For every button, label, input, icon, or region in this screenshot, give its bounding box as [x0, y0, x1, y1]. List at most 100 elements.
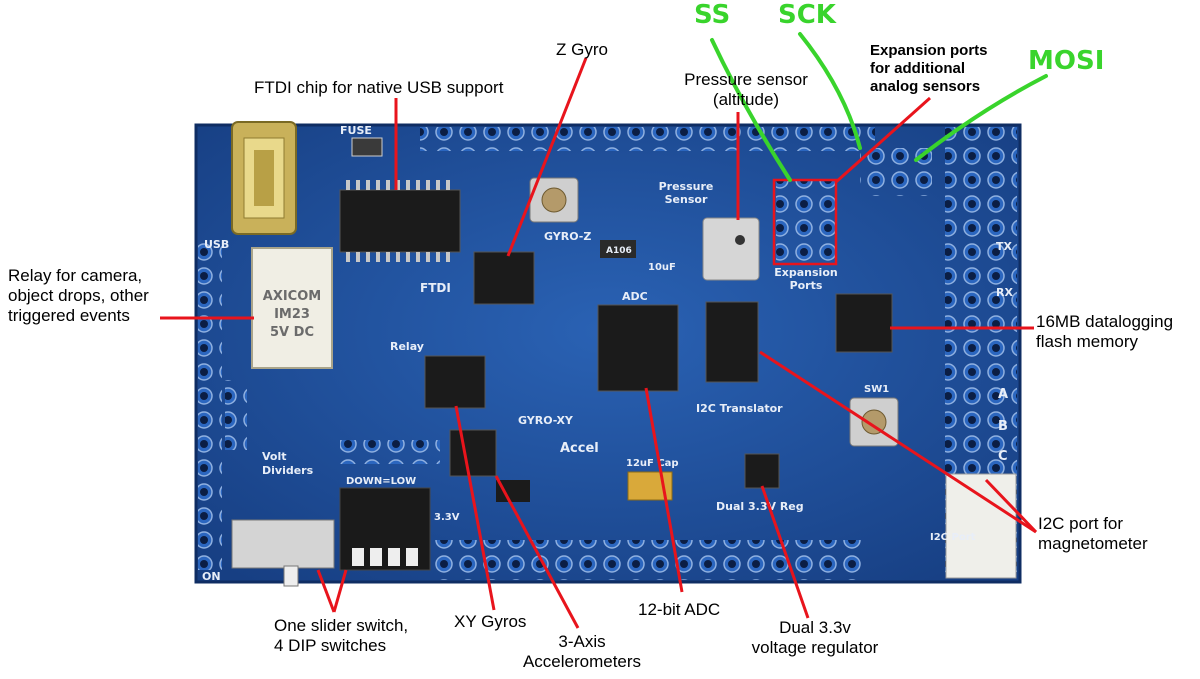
callout-adc: [644, 387, 684, 593]
sck-label: SCK: [778, 0, 836, 30]
label-regulator-line-1: Dual 3.3v: [779, 618, 851, 637]
label-i2c-line-1: I2C port for: [1038, 514, 1124, 533]
silk-10uf: 10uF: [648, 262, 676, 273]
silk-accel: Accel: [560, 441, 599, 456]
ss-line: [710, 38, 792, 182]
silk-expansion-2: Ports: [790, 279, 823, 292]
silk-dip: DOWN=LOW: [346, 476, 416, 487]
flash-memory-chip: [835, 293, 893, 353]
cap-10uf: [600, 240, 636, 258]
ftdi-chip: [339, 180, 461, 262]
slider-switch: [231, 519, 335, 587]
silk-a106: A106: [606, 246, 632, 256]
silk-pressure-1: Pressure: [659, 180, 714, 193]
ss-label: SS: [694, 0, 731, 30]
label-relay-line-3: triggered events: [8, 306, 130, 325]
label-flash-line-1: 16MB datalogging: [1036, 312, 1174, 331]
callout-slider-2: [332, 569, 348, 613]
silk-rx: RX: [996, 286, 1013, 299]
label-relay: Relay for camera, object drops, other tr…: [8, 266, 149, 326]
label-relay-line-1: Relay for camera,: [8, 266, 143, 285]
spi-lines: [710, 32, 1048, 182]
sck-line: [798, 32, 862, 150]
pressure-sensor: [702, 217, 760, 281]
callout-i2c-2: [759, 350, 1037, 534]
silk-relay: Relay: [390, 340, 424, 353]
silk-usb: USB: [204, 238, 229, 251]
i2c-translator-chip: [705, 301, 759, 383]
relay-text-1: AXICOM: [263, 289, 321, 304]
label-slider-line-2: 4 DIP switches: [274, 636, 387, 655]
label-expansion-line-2: for additional: [870, 60, 965, 77]
silk-fuse: FUSE: [340, 124, 372, 137]
relay-text-2: IM23: [274, 307, 310, 322]
label-pressure-line-1: Pressure sensor: [684, 70, 808, 89]
silk-gyro-xy: GYRO-XY: [518, 414, 574, 427]
silk-on: ON: [202, 570, 221, 583]
callout-slider-1: [316, 569, 336, 613]
label-accel: 3-Axis Accelerometers: [512, 632, 652, 672]
expansion-holes: [776, 180, 836, 264]
callout-regulator: [760, 485, 810, 619]
callout-accel: [494, 475, 580, 629]
label-i2c-line-2: magnetometer: [1038, 534, 1148, 553]
silk-c: C: [998, 449, 1008, 464]
silk-tx: TX: [996, 240, 1013, 253]
tactile-switch-top: [529, 177, 579, 223]
label-expansion-line-3: analog sensors: [870, 78, 981, 95]
label-accel-line-1: 3-Axis: [558, 632, 606, 651]
z-gyro-chip: [473, 251, 535, 305]
fuse: [351, 137, 383, 157]
silk-b: B: [998, 419, 1008, 434]
label-regulator-line-2: voltage regulator: [751, 638, 879, 657]
label-flash-line-2: flash memory: [1036, 332, 1139, 351]
silk-gyro-z: GYRO-Z: [544, 230, 591, 243]
label-ftdi: FTDI chip for native USB support: [254, 78, 504, 97]
label-adc: 12-bit ADC: [638, 600, 721, 619]
regulator-chip: [744, 453, 780, 489]
mosi-label: MOSI: [1028, 46, 1105, 76]
silk-3v3: 3.3V: [434, 512, 460, 523]
xy-gyro-chip: [424, 355, 486, 409]
label-slider: One slider switch, 4 DIP switches: [274, 616, 408, 656]
silk-sw1: SW1: [864, 384, 889, 395]
silk-expansion-1: Expansion: [774, 266, 837, 279]
relay-text-3: 5V DC: [270, 325, 314, 340]
silk-volt: Volt: [262, 450, 287, 463]
label-xy-gyros: XY Gyros: [454, 612, 527, 631]
silk-i2c-translator: I2C Translator: [696, 402, 783, 415]
silk-ftdi: FTDI: [420, 281, 451, 295]
header-row-top: [420, 127, 875, 151]
header-row-left: [198, 240, 222, 570]
label-flash: 16MB datalogging flash memory: [1036, 312, 1173, 352]
callout-i2c-1: [984, 478, 1038, 534]
silk-a: A: [998, 387, 1008, 402]
silk-cap: 12uF Cap: [626, 458, 679, 469]
label-slider-line-1: One slider switch,: [274, 616, 409, 635]
expansion-port-box: [772, 178, 838, 266]
silk-pressure-2: Sensor: [665, 193, 708, 206]
silk-i2c-port: I2C Port: [930, 532, 976, 543]
adc-chip: [597, 304, 679, 392]
callout-lines: [160, 57, 1038, 629]
callout-expansion: [835, 96, 931, 184]
mosi-line: [914, 74, 1048, 162]
relay: AXICOM IM23 5V DC: [251, 247, 333, 369]
label-expansion: Expansion ports for additional analog se…: [870, 42, 988, 96]
label-pressure-line-2: (altitude): [712, 90, 780, 109]
label-accel-line-2: Accelerometers: [522, 652, 642, 671]
accelerometer-chip: [449, 429, 497, 477]
label-pressure: Pressure sensor (altitude): [676, 70, 816, 110]
silk-adc: ADC: [622, 290, 648, 303]
callout-z-gyro: [506, 57, 588, 257]
i2c-port-connector: [945, 473, 1017, 579]
label-expansion-line-1: Expansion ports: [870, 42, 988, 59]
header-row-bottom: [435, 540, 865, 580]
label-z-gyro: Z Gyro: [556, 40, 608, 59]
label-i2c-port: I2C port for magnetometer: [1038, 514, 1148, 554]
silk-dividers: Dividers: [262, 464, 314, 477]
dip-switches: [339, 487, 431, 571]
small-chip-mid: [496, 480, 530, 502]
usb-connector: [231, 121, 297, 235]
